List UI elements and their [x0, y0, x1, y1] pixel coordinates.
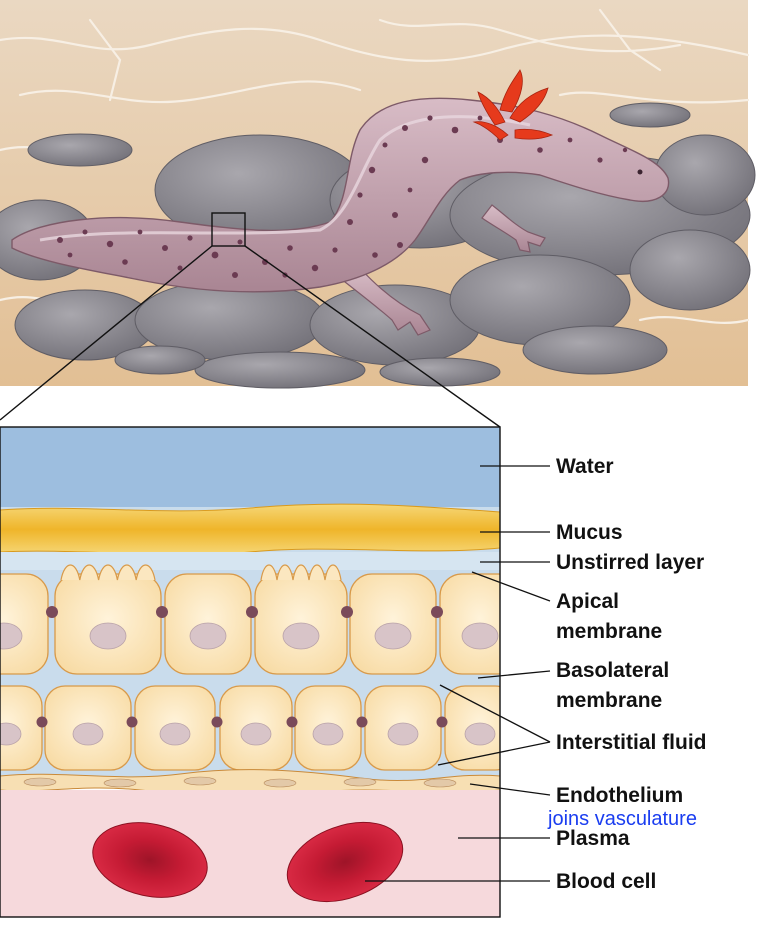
label-water: Water [556, 455, 614, 478]
tight-junction [431, 606, 443, 618]
label-basolateral-membrane-line2: membrane [556, 689, 663, 712]
annotation-joins-vasculature: joins vasculature [548, 808, 697, 830]
blood-cell-right [286, 821, 404, 903]
zoom-lines [0, 245, 501, 428]
cell-junction [211, 716, 223, 728]
label-endothelium: Endothelium [556, 784, 684, 807]
cell-nucleus [461, 622, 499, 650]
cell-nucleus [312, 722, 344, 746]
cell-junction [126, 716, 138, 728]
cell-junction [436, 716, 448, 728]
cross-section-frame [0, 426, 501, 918]
basal-cell-row [0, 685, 500, 771]
basal-cell [0, 685, 43, 771]
epithelial-cell [0, 573, 49, 675]
cell-nucleus [282, 622, 320, 650]
salamander [11, 69, 670, 336]
cell-nucleus [374, 622, 412, 650]
microvilli [260, 564, 342, 581]
tissue-cross-section [0, 427, 500, 917]
cell-junction [356, 716, 368, 728]
label-interstitial-fluid: Interstitial fluid [556, 731, 707, 754]
mucus-layer [0, 503, 500, 556]
cell-nucleus [0, 722, 22, 746]
cell-junction [286, 716, 298, 728]
cell-nucleus [159, 722, 191, 746]
label-basolateral-membrane-line1: Basolateral [556, 659, 670, 682]
cell-nucleus [89, 622, 127, 650]
salamander-back-highlight [39, 115, 531, 242]
ground-cracks [0, 8, 750, 324]
label-apical-membrane-line1: Apical [556, 590, 620, 613]
tight-junction [156, 606, 168, 618]
salamander-hind-leg [338, 267, 431, 336]
cell-nucleus [0, 622, 23, 650]
salamander-spots [57, 115, 628, 278]
label-mucus: Mucus [556, 521, 623, 544]
salamander-front-leg [481, 204, 546, 253]
cell-nucleus [240, 722, 272, 746]
cell-junction [36, 716, 48, 728]
cell-nucleus [464, 722, 496, 746]
cell-nucleus [189, 622, 227, 650]
tight-junction [341, 606, 353, 618]
salamander-illustration [0, 0, 756, 389]
salamander-gills [472, 69, 554, 141]
tight-junction [46, 606, 58, 618]
label-plasma: Plasma [556, 827, 630, 850]
label-blood-cell: Blood cell [556, 870, 657, 893]
salamander-eye [637, 169, 643, 175]
cell-nucleus [72, 722, 104, 746]
magnifier-box [211, 212, 246, 247]
epithelial-cell [439, 573, 500, 675]
leader-lines [365, 465, 551, 882]
plasma-layer [0, 790, 500, 917]
apical-cell-row [0, 564, 500, 675]
cell-nucleus [387, 722, 419, 746]
tight-junction [246, 606, 258, 618]
label-unstirred-layer: Unstirred layer [556, 551, 705, 574]
water-layer [0, 427, 500, 507]
microvilli [60, 564, 156, 581]
label-apical-membrane-line2: membrane [556, 620, 663, 643]
blood-cell-left [92, 822, 208, 898]
endothelium-nuclei [23, 776, 457, 788]
blood-cells [92, 821, 404, 903]
